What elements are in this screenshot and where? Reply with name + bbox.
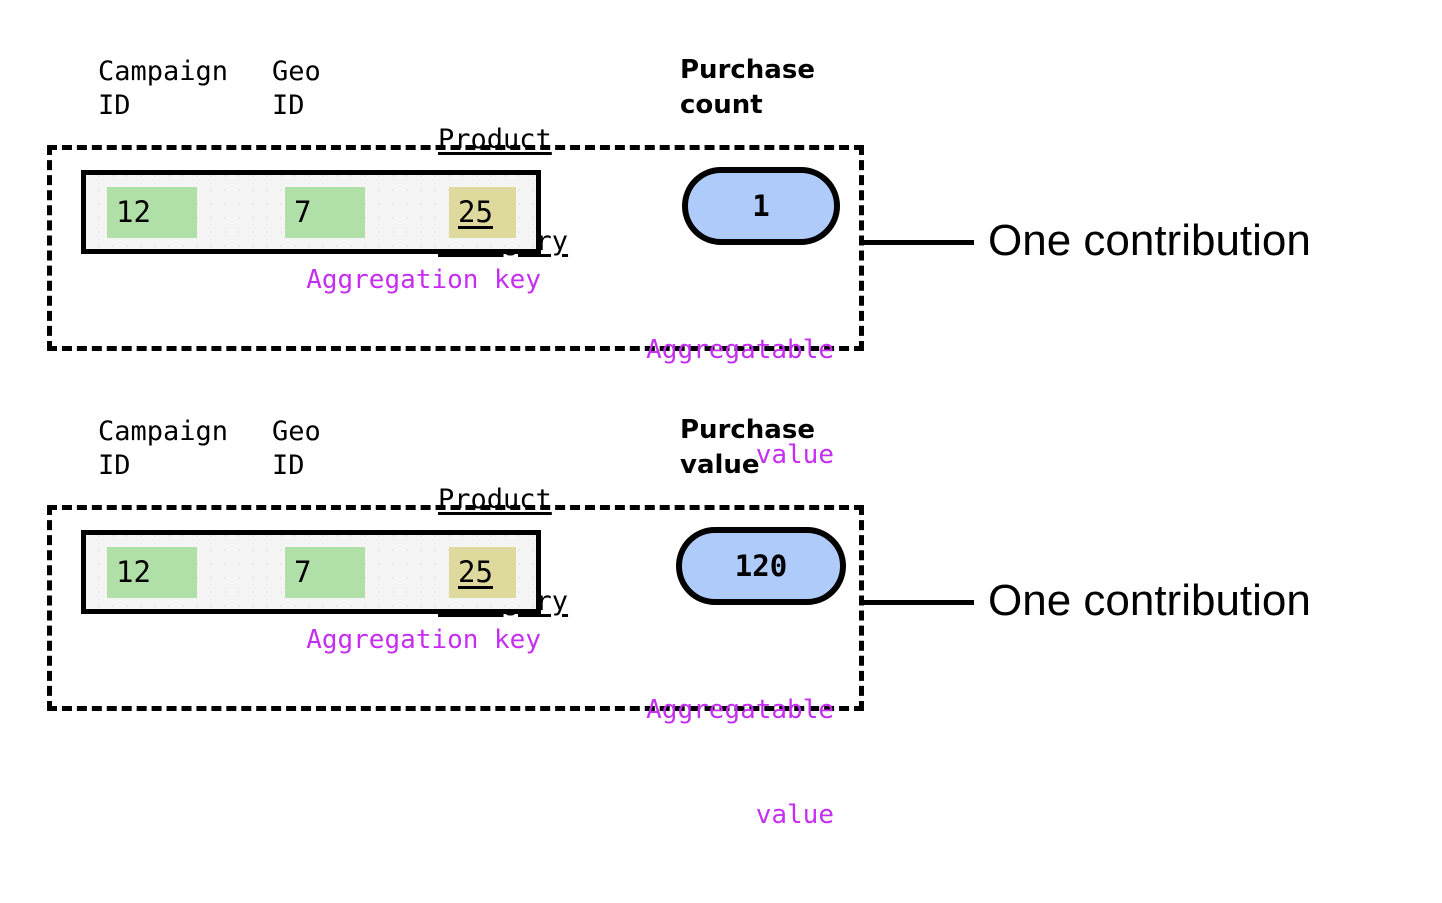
header-purchase-count: Purchase count <box>680 53 880 123</box>
annotation-aggregatable-value: Aggregatable value <box>592 263 834 543</box>
header-geo-id: Geo ID <box>272 416 321 481</box>
aggregatable-value-pill: 120 <box>676 527 846 605</box>
header-purchase-value-line2: value <box>680 450 760 480</box>
annotation-aggregatable-value-line2: value <box>755 800 834 830</box>
key-cell-product-category: 25 <box>449 187 516 238</box>
key-cell-campaign-id: 12 <box>107 547 197 598</box>
annotation-aggregation-key: Aggregation key <box>306 265 541 295</box>
key-cell-geo-id: 7 <box>285 187 365 238</box>
header-campaign-id: Campaign ID <box>98 56 229 121</box>
header-geo-id: Geo ID <box>272 56 321 121</box>
header-purchase-value: Purchase value <box>680 413 880 483</box>
key-cell-product-category: 25 <box>449 547 516 598</box>
key-cell-geo-id: 7 <box>285 547 365 598</box>
aggregation-key-box: 12 7 25 <box>81 530 541 614</box>
annotation-aggregation-key: Aggregation key <box>306 625 541 655</box>
caption-leader-line <box>864 600 974 605</box>
annotation-aggregatable-value-line1: Aggregatable <box>646 335 834 365</box>
header-campaign-id: Campaign ID <box>98 416 229 481</box>
header-purchase-count-line2: count <box>680 90 763 120</box>
contribution-dashed-container: 12 7 25 120 Aggregation key Aggregatable… <box>47 505 864 830</box>
header-purchase-count-line1: Purchase <box>680 55 815 85</box>
aggregatable-value-pill: 1 <box>682 167 840 245</box>
key-cell-campaign-id: 12 <box>107 187 197 238</box>
header-purchase-value-line1: Purchase <box>680 415 815 445</box>
annotation-aggregatable-value: Aggregatable value <box>592 623 834 903</box>
aggregation-key-box: 12 7 25 <box>81 170 541 254</box>
contribution-dashed-container: 12 7 25 1 Aggregation key Aggregatable v… <box>47 145 864 470</box>
annotation-aggregatable-value-line2: value <box>755 440 834 470</box>
caption-one-contribution: One contribution <box>988 216 1311 265</box>
caption-leader-line <box>864 240 974 245</box>
caption-one-contribution: One contribution <box>988 576 1311 625</box>
annotation-aggregatable-value-line1: Aggregatable <box>646 695 834 725</box>
column-headers-row: Campaign ID Geo ID Product category Purc… <box>0 53 1442 257</box>
column-headers-row: Campaign ID Geo ID Product category Purc… <box>0 413 1442 617</box>
